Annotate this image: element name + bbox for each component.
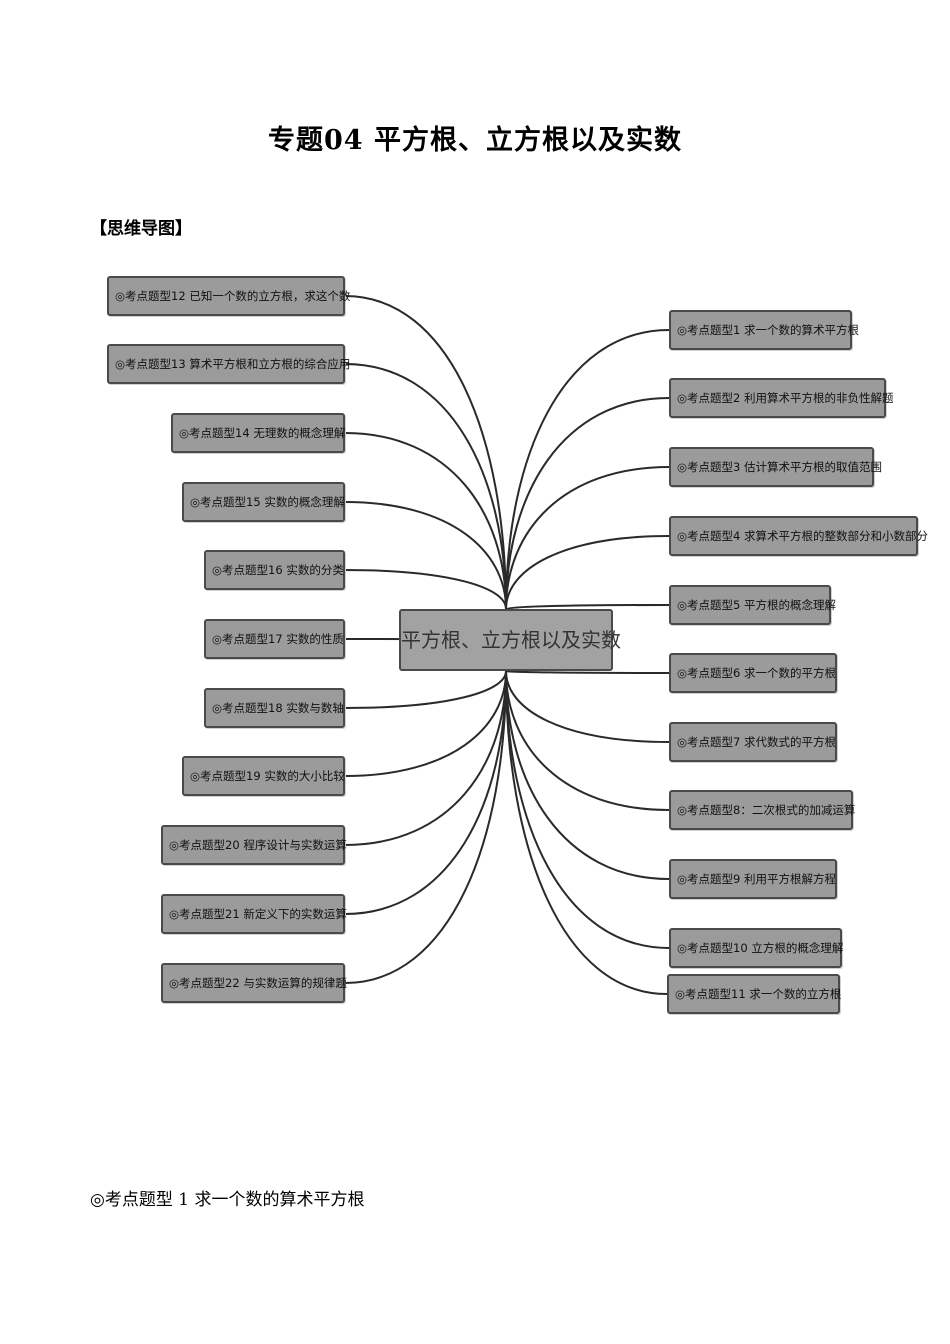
connector-line — [505, 670, 670, 674]
left-topic-19: ◎考点题型19 实数的大小比较 — [182, 756, 345, 796]
connector-line — [344, 670, 507, 709]
right-topic-1: ◎考点题型1 求一个数的算术平方根 — [669, 310, 859, 350]
center-topic: 平方根、立方根以及实数 — [399, 609, 621, 671]
left-topic-22: ◎考点题型22 与实数运算的规律题 — [161, 963, 347, 1003]
left-topic-12: ◎考点题型12 已知一个数的立方根，求这个数 — [107, 276, 350, 316]
left-topic-13: ◎考点题型13 算术平方根和立方根的综合应用 — [107, 344, 350, 384]
connector-line — [344, 670, 507, 777]
left-topic-20: ◎考点题型20 程序设计与实数运算 — [161, 825, 347, 865]
connector-line — [344, 432, 507, 610]
left-topic-21: ◎考点题型21 新定义下的实数运算 — [161, 894, 347, 934]
right-topic-5: ◎考点题型5 平方根的概念理解 — [669, 585, 836, 625]
left-topic-17: ◎考点题型17 实数的性质 — [204, 619, 345, 659]
right-topic-7: ◎考点题型7 求代数式的平方根 — [669, 722, 837, 762]
left-topic-14: ◎考点题型14 无理数的概念理解 — [171, 413, 345, 453]
connector-line — [344, 295, 507, 610]
right-topic-11: ◎考点题型11 求一个数的立方根 — [667, 974, 841, 1014]
connector-line — [505, 329, 670, 610]
page-title: 专题04 平方根、立方根以及实数 — [268, 125, 682, 156]
connector-line — [505, 397, 670, 610]
connector-line — [344, 670, 507, 984]
connector-line — [344, 670, 507, 915]
section-label: 【思维导图】 — [90, 219, 192, 239]
connector-line — [344, 569, 507, 610]
right-topic-8: ◎考点题型8：二次根式的加减运算 — [669, 790, 855, 830]
connector-line — [505, 670, 670, 811]
right-topic-9: ◎考点题型9 利用平方根解方程 — [669, 859, 837, 899]
right-topic-2: ◎考点题型2 利用算术平方根的非负性解题 — [669, 378, 894, 418]
left-topic-16: ◎考点题型16 实数的分类 — [204, 550, 345, 590]
left-topic-15: ◎考点题型15 实数的概念理解 — [182, 482, 345, 522]
connector-line — [505, 670, 670, 880]
connector-line — [505, 670, 670, 743]
right-topic-10: ◎考点题型10 立方根的概念理解 — [669, 928, 843, 968]
connector-line — [505, 466, 670, 610]
connector-line — [344, 501, 507, 610]
left-topic-18: ◎考点题型18 实数与数轴 — [204, 688, 345, 728]
connector-line — [505, 670, 668, 995]
connector-line — [505, 604, 670, 610]
right-topic-3: ◎考点题型3 估计算术平方根的取值范围 — [669, 447, 882, 487]
right-topic-6: ◎考点题型6 求一个数的平方根 — [669, 653, 837, 693]
connector-line — [505, 535, 670, 610]
connector-line — [344, 670, 507, 846]
right-topic-4: ◎考点题型4 求算术平方根的整数部分和小数部分 — [669, 516, 928, 556]
next-section-heading: ◎考点题型 1 求一个数的算术平方根 — [90, 1190, 365, 1210]
connector-line — [344, 363, 507, 610]
